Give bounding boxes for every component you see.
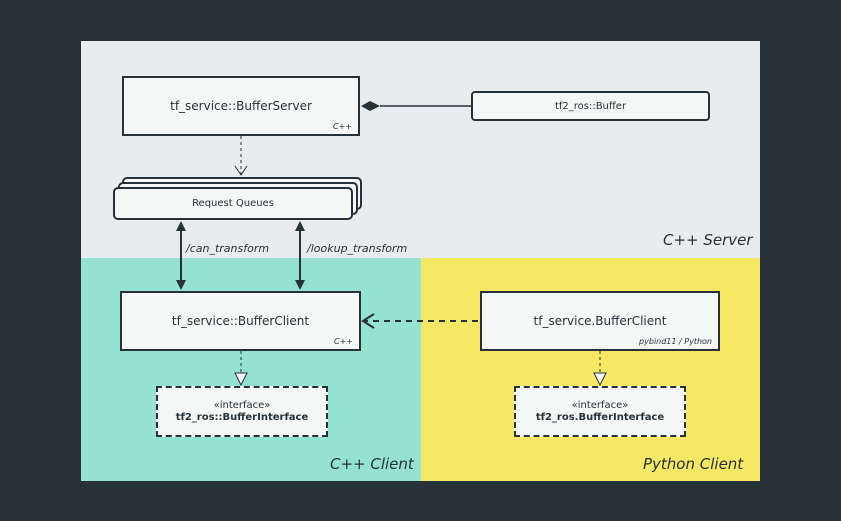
py-interface-box: «interface» tf2_ros.BufferInterface [514,386,686,437]
cpp-interface-name: tf2_ros::BufferInterface [175,412,309,423]
buffer-server-label: tf_service::BufferServer [170,99,312,113]
cpp-buffer-client-box: tf_service::BufferClient C++ [120,291,361,351]
py-buffer-client-box: tf_service.BufferClient pybind11 / Pytho… [480,291,720,351]
lookup-transform-label: /lookup_transform [307,242,408,255]
can-transform-label: /can_transform [186,242,270,255]
py-interface-name: tf2_ros.BufferInterface [535,412,665,423]
request-queues-box: Request Queues [113,187,353,220]
py-buffer-client-tag: pybind11 / Python [639,337,712,346]
buffer-server-box: tf_service::BufferServer C++ [122,76,360,136]
tf2-buffer-box: tf2_ros::Buffer [471,91,710,121]
cpp-interface-box: «interface» tf2_ros::BufferInterface [156,386,328,437]
cpp-buffer-client-label: tf_service::BufferClient [171,314,310,328]
buffer-server-tag: C++ [333,122,352,131]
request-queues-label: Request Queues [192,198,274,209]
cpp-interface-stereotype: «interface» [213,400,271,411]
cpp-server-region [81,41,760,258]
cpp-buffer-client-tag: C++ [334,337,353,346]
python-client-label: Python Client [643,455,744,473]
cpp-server-label: C++ Server [663,231,753,249]
cpp-client-label: C++ Client [330,455,414,473]
py-buffer-client-label: tf_service.BufferClient [533,314,667,328]
tf2-buffer-label: tf2_ros::Buffer [554,100,627,112]
py-interface-stereotype: «interface» [571,400,629,411]
